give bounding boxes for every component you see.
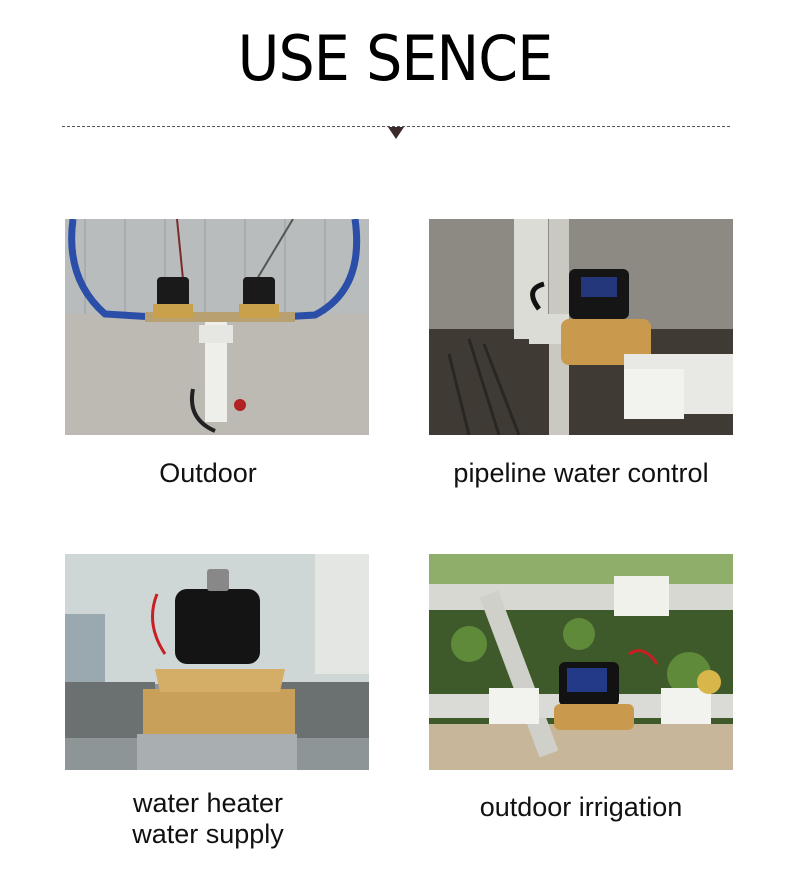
- caption-water-heater: water heater water supply: [65, 788, 351, 850]
- caption-irrigation: outdoor irrigation: [479, 792, 683, 822]
- scene-photo-irrigation: [429, 554, 733, 770]
- scene-photo-water-heater: [65, 554, 369, 770]
- page-title: USE SENCE: [237, 22, 554, 95]
- dashed-divider: [62, 126, 730, 127]
- scene-photo-outdoor: [65, 219, 369, 435]
- caption-pipeline: pipeline water control: [453, 458, 709, 488]
- triangle-down-icon: [388, 127, 404, 139]
- scene-photo-pipeline: [429, 219, 733, 435]
- caption-outdoor: Outdoor: [159, 458, 257, 488]
- caption-water-heater-line-1: water heater: [132, 788, 284, 818]
- caption-water-heater-line-2: water supply: [132, 819, 284, 849]
